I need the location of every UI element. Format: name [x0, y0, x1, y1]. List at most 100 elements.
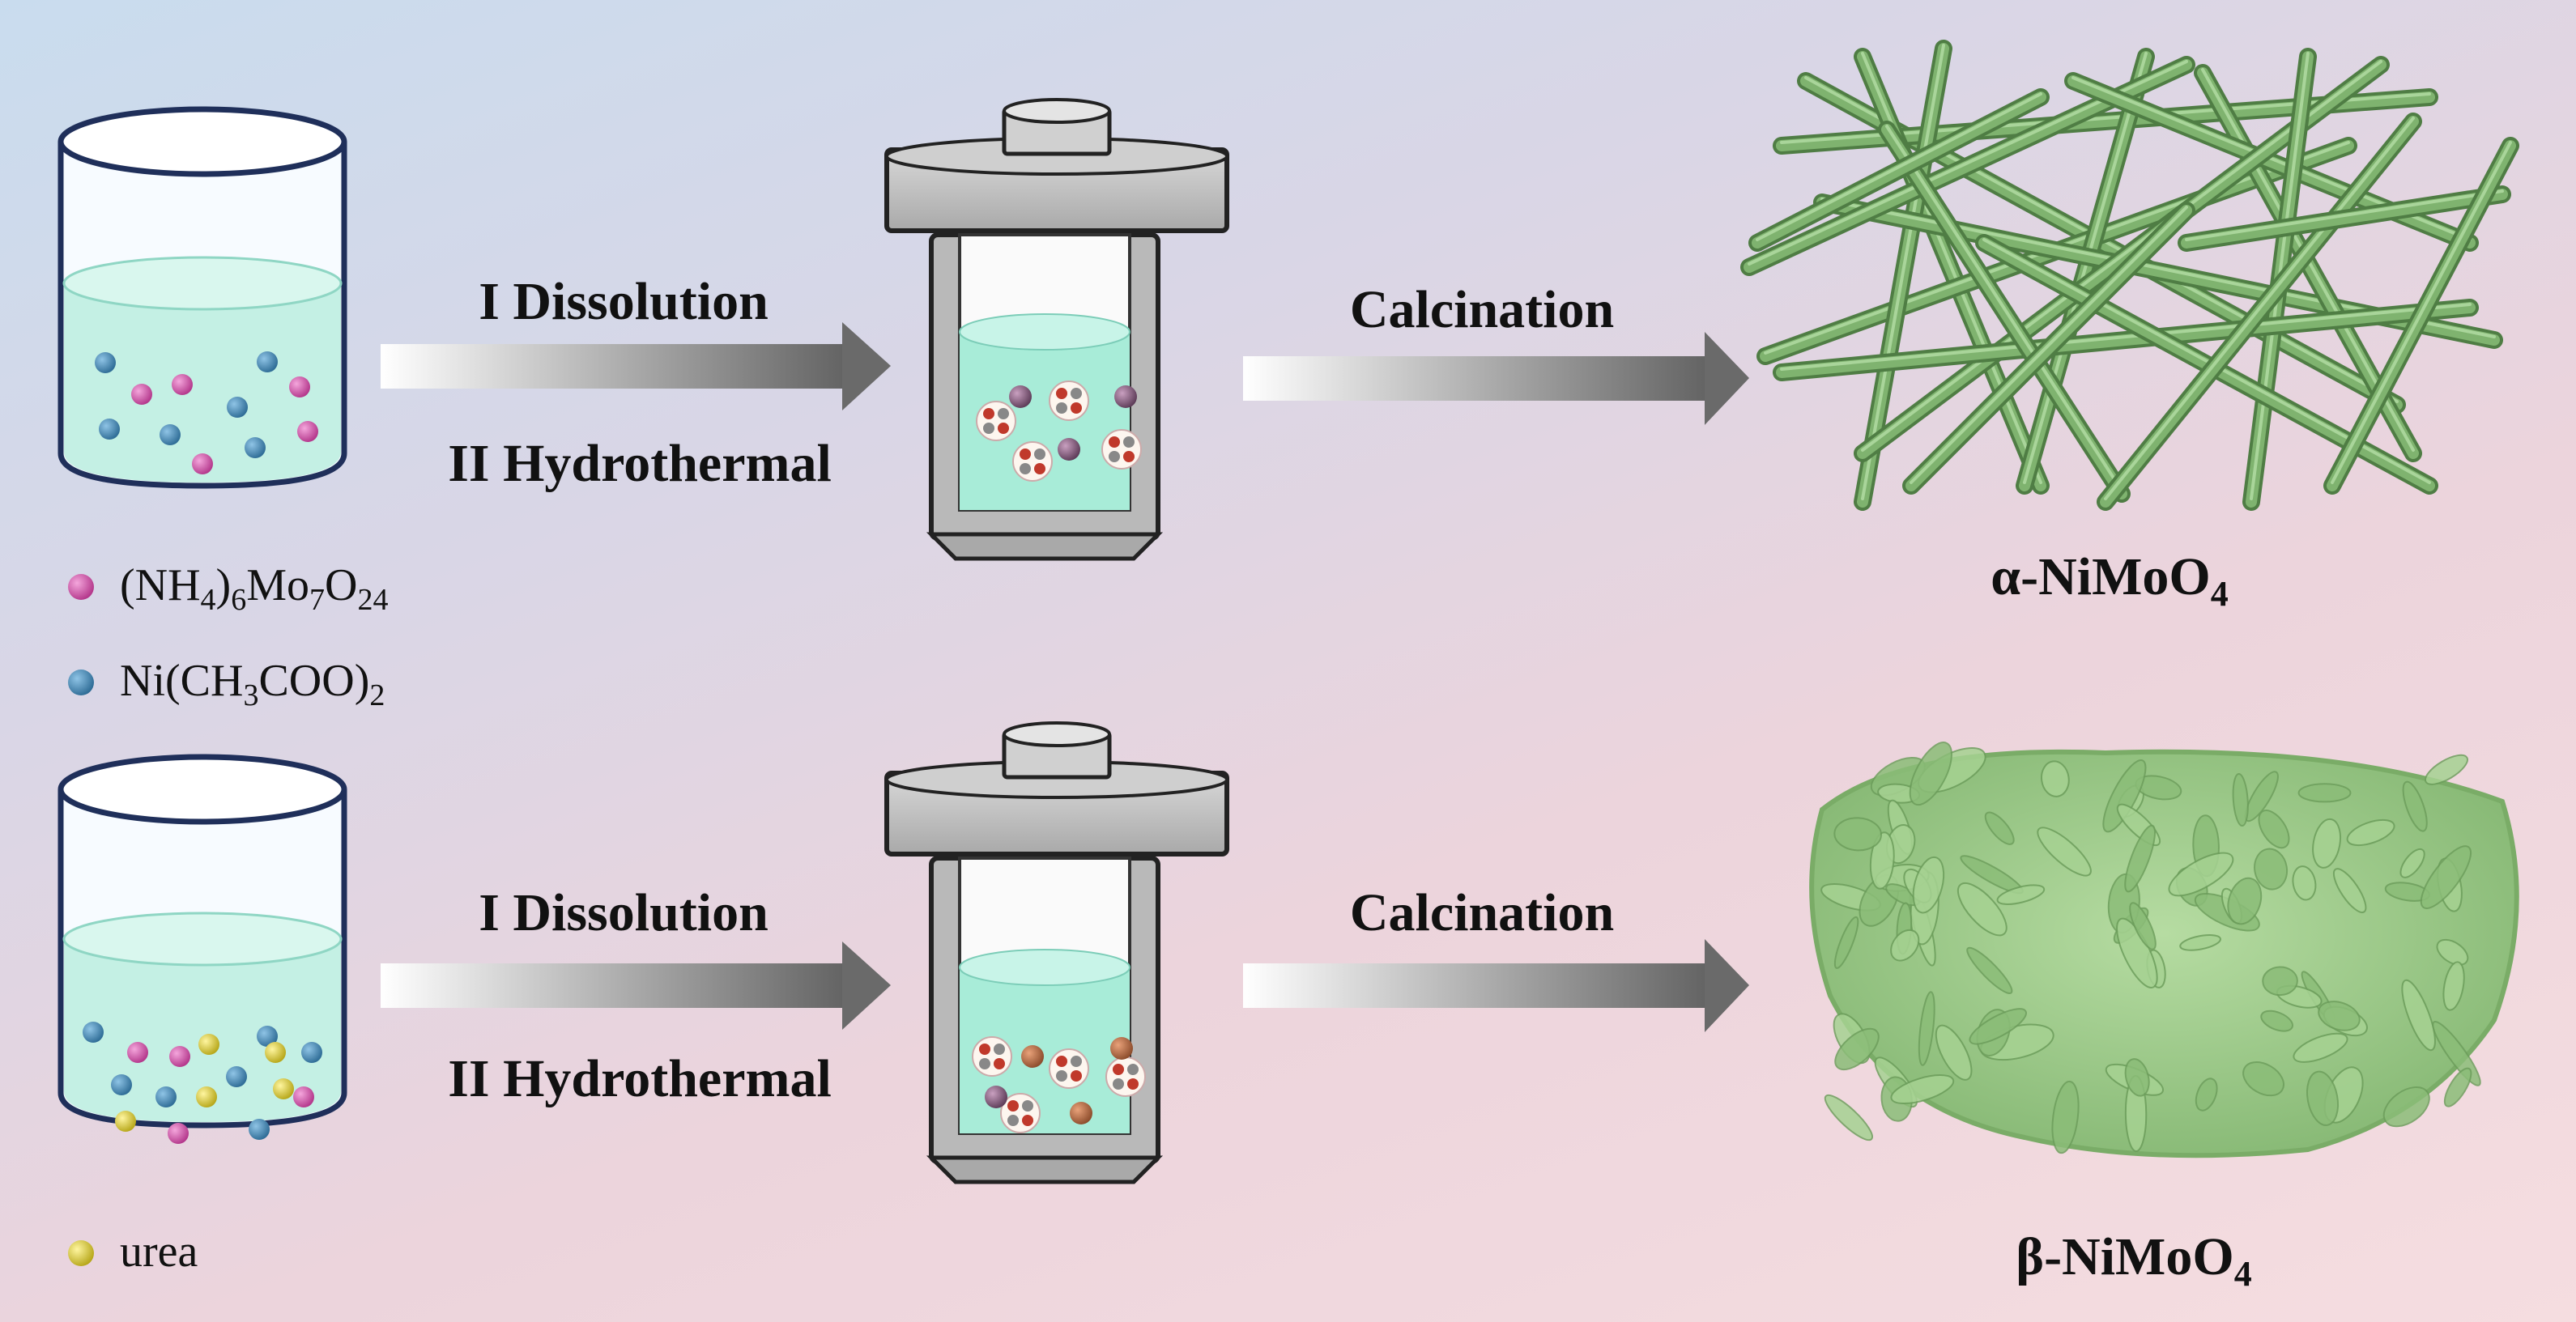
autoclave-top	[884, 98, 1229, 561]
nanosheet-petal	[2312, 818, 2342, 869]
hydrothermal-label-top: II Hydrothermal	[448, 434, 832, 493]
ion-particle	[1009, 385, 1032, 408]
nanosheet-petal	[1890, 1074, 1955, 1105]
nanosheet-petal	[2244, 771, 2279, 823]
precursor-particle	[273, 1078, 294, 1099]
precursor-particle	[257, 1026, 278, 1047]
complex-particle	[1012, 441, 1053, 482]
legend-urea: urea	[120, 1226, 198, 1277]
nanosheet-petal	[1833, 916, 1859, 969]
beaker-bottom-particles	[83, 1022, 322, 1144]
precursor-particle	[227, 397, 248, 418]
nanosheet-petal	[2260, 1010, 2293, 1032]
nanosheet-petal	[2443, 1067, 2472, 1107]
hydrothermal-label-bottom: II Hydrothermal	[448, 1049, 832, 1108]
precursor-particle	[99, 419, 120, 440]
nanosheet-petal	[1996, 884, 2046, 905]
precursor-particle	[127, 1042, 148, 1063]
precursor-particle	[198, 1034, 219, 1055]
nanosheet-petal	[1969, 1008, 2027, 1045]
ion-particle	[1058, 438, 1080, 461]
nanosheet-petal	[2102, 759, 2147, 833]
complex-particle	[972, 1036, 1012, 1077]
beaker-top-particles	[95, 351, 318, 474]
nanosheet-petal	[1824, 1094, 1873, 1141]
precursor-particle	[196, 1086, 217, 1107]
complex-particle	[1049, 1048, 1089, 1089]
precursor-particle	[257, 351, 278, 372]
nanosheet-petal	[1984, 811, 2015, 845]
nanosheet-petal	[1834, 1027, 1880, 1071]
beaker-top	[57, 106, 347, 489]
arrow-dissolution-top	[381, 344, 846, 389]
precursor-particle	[95, 352, 116, 373]
arrowhead-calcination-bottom	[1705, 939, 1749, 1032]
nanosheet-petal	[2129, 902, 2157, 950]
nanosheet-petal	[1833, 817, 1882, 852]
nanorod	[2323, 137, 2519, 495]
nanosheet-petal	[2318, 1001, 2361, 1031]
nanosheet-petal	[1956, 882, 2008, 937]
nanosheet-petal	[2297, 783, 2352, 803]
nanorod	[2016, 48, 2155, 495]
legend-nickel-acetate: Ni(CH3COO)2	[120, 656, 385, 712]
ion-particle	[1110, 1037, 1133, 1060]
nanosheet-petal	[2258, 810, 2290, 849]
precursor-particle	[301, 1042, 322, 1063]
precursor-particle	[168, 1123, 189, 1144]
nanosheet-petal	[2436, 938, 2469, 966]
precursor-particle	[192, 453, 213, 474]
ion-particle	[1114, 385, 1137, 408]
precursor-particle	[245, 437, 266, 458]
nanosheet-petal	[2242, 1061, 2284, 1097]
nanosheet-petal	[2232, 772, 2249, 827]
arrowhead-dissolution-bottom	[842, 942, 891, 1030]
precursor-particle	[297, 421, 318, 442]
ion-particle	[985, 1086, 1007, 1108]
nanosheet-petal	[2293, 1032, 2348, 1063]
arrow-calcination-top	[1243, 356, 1709, 401]
precursor-particle	[111, 1074, 132, 1095]
precursor-particle	[249, 1119, 270, 1140]
autoclave-bottom	[884, 721, 1229, 1184]
nanosheet-petal	[2306, 1070, 2340, 1126]
precursor-particle	[160, 424, 181, 445]
nanosheet-petal	[2262, 966, 2298, 997]
dissolution-label-bottom: I Dissolution	[479, 883, 769, 942]
complex-particle	[1105, 1056, 1146, 1097]
nanosheet-petal	[2227, 877, 2263, 925]
arrow-calcination-bottom	[1243, 963, 1709, 1008]
nanosheet-petal	[1935, 1024, 1973, 1081]
urea-dot	[68, 1240, 94, 1266]
ni-precursor-dot	[68, 670, 94, 695]
nanosheet-petal	[2124, 824, 2156, 893]
nanorod	[1854, 40, 1952, 511]
nanosheet-petal	[2399, 848, 2425, 878]
nanosheet-petal	[2195, 1078, 2218, 1112]
nanosheet-petal	[2425, 754, 2468, 785]
calcination-label-bottom: Calcination	[1349, 883, 1615, 942]
ion-particle	[1021, 1045, 1044, 1068]
nanorod	[2097, 113, 2422, 511]
nanorod	[1878, 121, 2131, 503]
complex-particle	[1000, 1093, 1041, 1133]
precursor-particle	[155, 1086, 177, 1107]
nanosheet-petal	[2037, 827, 2092, 877]
beta-nimoo4-nanosheets	[1809, 742, 2519, 1158]
nanosheet-petal	[2179, 934, 2221, 951]
nanosheet-petal	[2442, 961, 2465, 1011]
beaker-bottom	[57, 754, 347, 1129]
nanosheet-petal	[2332, 868, 2367, 914]
nanosheet-petal	[1912, 856, 1945, 914]
precursor-particle	[289, 376, 310, 397]
complex-particle	[1101, 429, 1142, 470]
legend-ammonium-molybdate: (NH4)6Mo7O24	[120, 560, 389, 617]
precursor-particle	[265, 1042, 286, 1063]
arrow-dissolution-bottom	[381, 963, 846, 1008]
nanosheet-petal	[2420, 845, 2472, 909]
nanosheet-petal	[1909, 742, 1952, 806]
precursor-particle	[83, 1022, 104, 1043]
precursor-particle	[115, 1111, 136, 1132]
